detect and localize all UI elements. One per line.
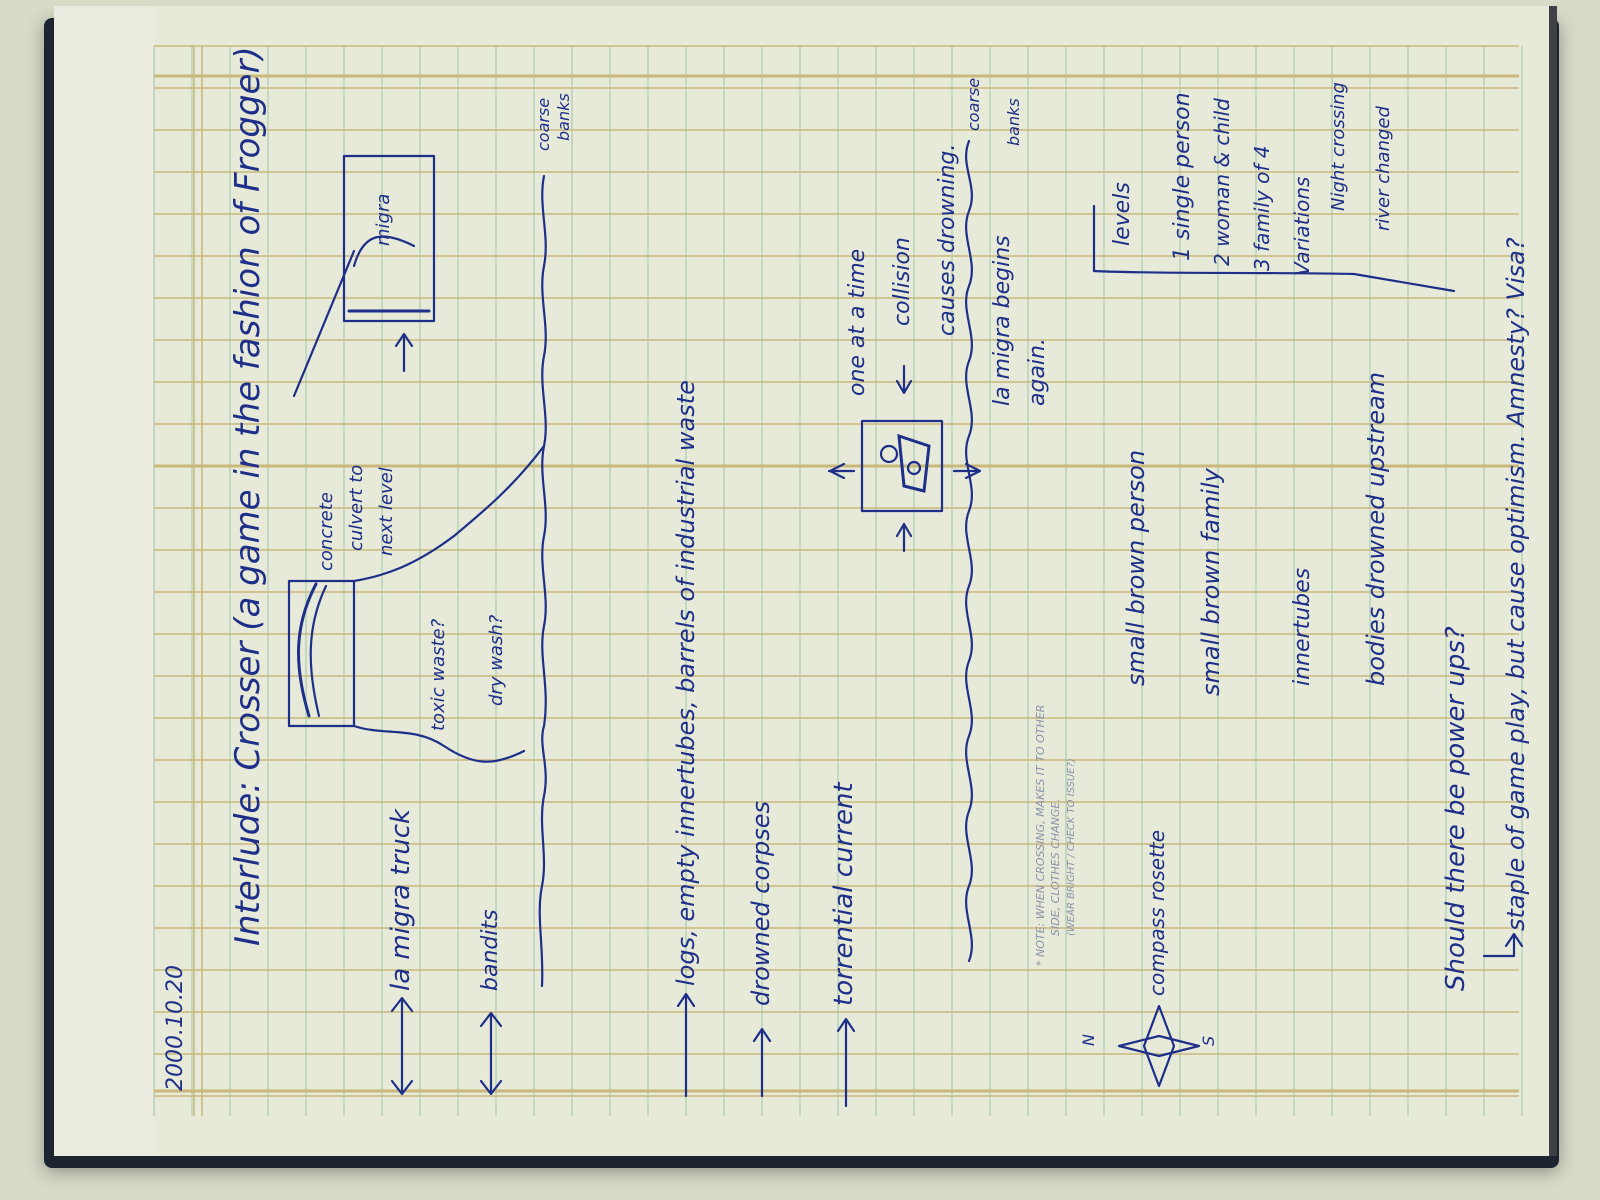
variations-label: Variations xyxy=(1290,177,1314,276)
one-at-a-time-label: one at a time xyxy=(845,249,870,396)
levels-bracket xyxy=(1092,204,1456,293)
migra-box-label: migra xyxy=(373,194,394,246)
river-changed-label: river changed xyxy=(1373,106,1394,231)
coarse-banks-top-2: banks xyxy=(554,93,573,141)
level-2-label: 2 woman & child xyxy=(1210,98,1234,266)
migra-box-sketch xyxy=(342,154,436,323)
level-1-label: 1 single person xyxy=(1170,92,1195,261)
bandits-arrow xyxy=(479,1011,503,1096)
coarse-banks-top-1: coarse xyxy=(534,98,553,151)
logs-label: logs, empty innertubes, barrels of indus… xyxy=(672,380,700,986)
compass-s-label: S xyxy=(1199,1036,1218,1046)
truck-arrow xyxy=(390,996,414,1096)
level-3-label: 3 family of 4 xyxy=(1250,145,1274,271)
small-brown-person-label: small brown person xyxy=(1122,450,1150,686)
current-arrow xyxy=(836,1017,856,1108)
power-ups-question: Should there be power ups? xyxy=(1441,626,1471,991)
page-title: Interlude: Crosser (a game in the fashio… xyxy=(228,46,268,946)
culvert-note-2: culvert to xyxy=(346,465,367,551)
river-bank-bottom xyxy=(965,139,973,963)
faint-note-line-2: SIDE, CLOTHES CHANGE. xyxy=(1049,798,1062,936)
innertubes-label: innertubes xyxy=(1290,568,1315,686)
collision-label: collision xyxy=(890,237,915,326)
handwritten-notes: 2000.10.20 Interlude: Crosser (a game in… xyxy=(163,46,1530,1108)
small-brown-family-label: small brown family xyxy=(1197,467,1225,696)
staple-arrow xyxy=(1482,932,1524,958)
migra-begins-label: la migra begins xyxy=(990,235,1015,406)
again-label: again. xyxy=(1025,338,1050,406)
current-label: torrential current xyxy=(829,782,859,1006)
page-margin xyxy=(54,6,154,1156)
crosser-sprite-sketch xyxy=(827,364,982,553)
dry-wash-label: dry wash? xyxy=(486,614,507,706)
levels-heading: levels xyxy=(1110,182,1135,246)
faint-note-line-3: (WEAR BRIGHT / CHECK TO ISSUE?) xyxy=(1066,758,1077,936)
culvert-note-1: concrete xyxy=(316,492,337,571)
culvert-sketch xyxy=(287,444,546,763)
coarse-banks-mid-1: coarse xyxy=(964,78,983,131)
page-date: 2000.10.20 xyxy=(163,965,188,1091)
river-bank-top xyxy=(538,174,547,988)
corpses-arrow xyxy=(752,1027,772,1098)
staple-note: staple of game play, but cause optimism.… xyxy=(1502,237,1530,931)
migra-truck-label: la migra truck xyxy=(386,808,416,991)
causes-drowning-label: causes drowning. xyxy=(935,144,960,336)
bodies-drowned-label: bodies drowned upstream xyxy=(1362,372,1390,686)
compass-rosette-icon xyxy=(1117,1004,1201,1088)
compass-n-label: N xyxy=(1079,1034,1098,1046)
faint-note-line-1: * NOTE: WHEN CROSSING, MAKES IT TO OTHER xyxy=(1034,705,1047,966)
compass-rosette-label: compass rosette xyxy=(1145,830,1169,996)
logs-arrow xyxy=(676,992,696,1098)
bandits-label: bandits xyxy=(478,909,503,991)
toxic-waste-label: toxic waste? xyxy=(428,618,449,731)
coarse-banks-mid-2: banks xyxy=(1004,98,1023,146)
night-crossing-label: Night crossing xyxy=(1328,82,1349,211)
notebook-page: 2000.10.20 Interlude: Crosser (a game in… xyxy=(54,6,1557,1156)
migra-arrow xyxy=(394,332,414,373)
corpses-label: drowned corpses xyxy=(747,801,775,1006)
culvert-note-3: next level xyxy=(376,467,397,556)
